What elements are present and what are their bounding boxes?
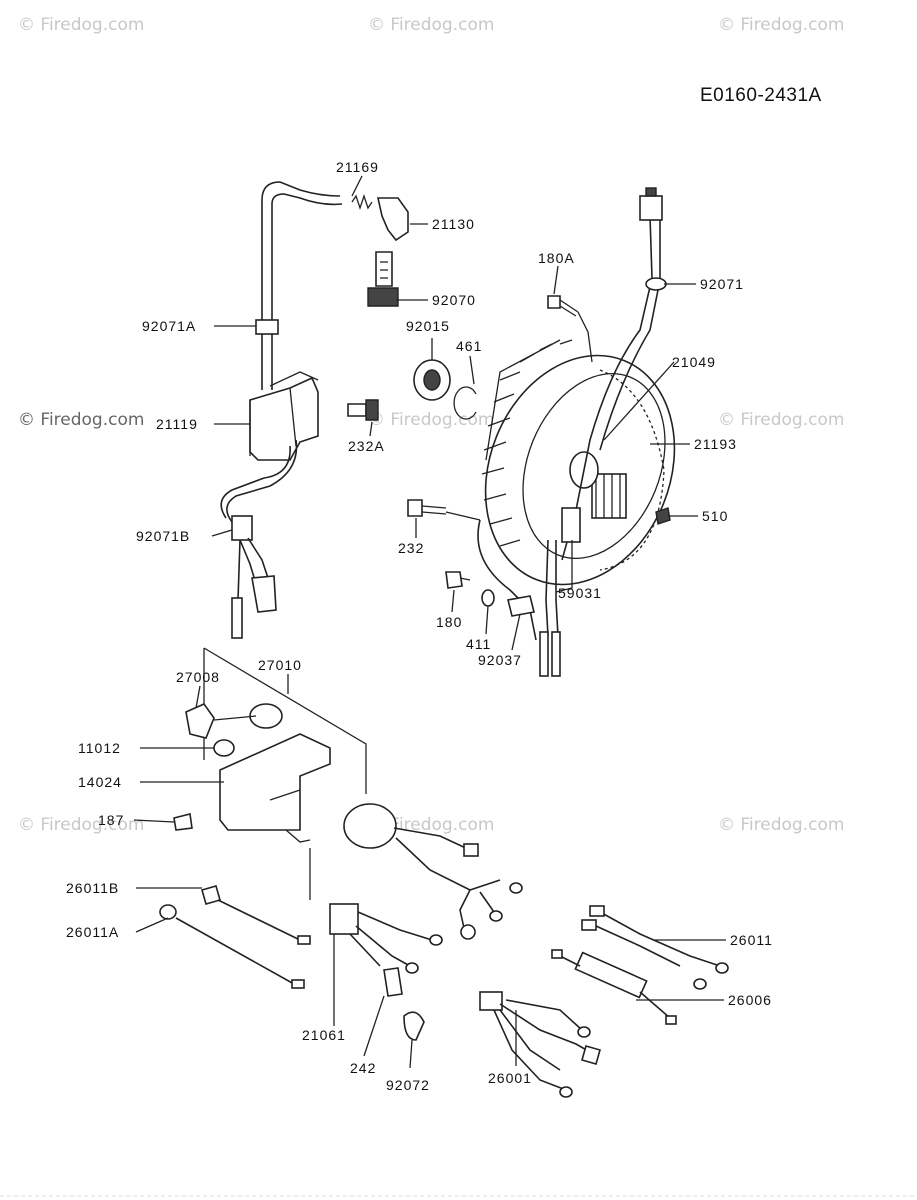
label-14024: 14024: [78, 774, 122, 790]
label-92037: 92037: [478, 652, 522, 668]
pulser-coil-59031: [561, 507, 581, 543]
label-510: 510: [702, 508, 728, 524]
condenser: [343, 803, 397, 849]
label-232A: 232A: [348, 438, 385, 454]
label-21119: 21119: [156, 416, 198, 432]
key-510: [655, 507, 671, 525]
ignition-coil-assembly: [220, 181, 409, 639]
watermark-low-left: © Firedog.com: [18, 815, 144, 835]
watermark-top-right: © Firedog.com: [718, 15, 844, 35]
harness-26001: [479, 991, 503, 1011]
label-11012: 11012: [78, 740, 121, 756]
label-92071B: 92071B: [136, 528, 190, 544]
label-26011: 26011: [730, 932, 773, 948]
lead-26011B: [201, 885, 221, 905]
watermark-low-center: © Firedog.com: [368, 815, 494, 835]
diagram-code: E0160-2431A: [700, 85, 822, 106]
flywheel-assembly: [407, 187, 676, 677]
label-27008: 27008: [176, 669, 220, 685]
label-180: 180: [436, 614, 462, 630]
harness-92071: [561, 215, 653, 561]
label-59031: 59031: [558, 585, 602, 601]
watermark-top-center: © Firedog.com: [368, 15, 494, 35]
wire-harnesses: [159, 885, 729, 1098]
control-unit-assembly: [173, 647, 523, 940]
label-92071: 92071: [700, 276, 744, 292]
watermark-mid-left: © Firedog.com: [18, 410, 144, 430]
label-92072: 92072: [386, 1077, 430, 1093]
plug-cap-21130: [377, 197, 409, 242]
part-labels: 21169 21130 92070 92071A 21119 232A 9201…: [66, 159, 773, 1093]
flywheel-fins: [481, 339, 573, 547]
label-21130: 21130: [432, 216, 475, 232]
watermark-mid-right: © Firedog.com: [718, 410, 844, 430]
harness-26011: [595, 911, 721, 967]
label-26011A: 26011A: [66, 924, 119, 940]
washer-411: [481, 589, 495, 607]
bracket-92037: [507, 595, 535, 617]
clamp-92071A: [255, 319, 279, 335]
spring-21169: [351, 193, 373, 211]
label-92070: 92070: [432, 292, 476, 308]
washer-461: [453, 386, 477, 420]
label-92015: 92015: [406, 318, 450, 334]
label-21049: 21049: [672, 354, 716, 370]
bracket-14024: [219, 733, 331, 831]
label-26001: 26001: [488, 1070, 532, 1086]
switch-27008: [185, 703, 215, 739]
label-21193: 21193: [694, 436, 737, 452]
coil-body-21119: [249, 376, 319, 461]
spark-plug-92070: [375, 251, 393, 287]
label-26006: 26006: [728, 992, 772, 1008]
watermarks: © Firedog.com © Firedog.com © Firedog.co…: [18, 15, 844, 835]
label-26011B: 26011B: [66, 880, 119, 896]
cap-11012: [213, 739, 235, 757]
watermark-mid-center: © Firedog.com: [368, 410, 494, 430]
screw-232A: [347, 403, 367, 417]
label-242: 242: [350, 1060, 376, 1076]
fuse-26006: [574, 951, 648, 999]
leader-lines: [133, 175, 726, 1069]
label-21169: 21169: [336, 159, 379, 175]
watermark-low-right: © Firedog.com: [718, 815, 844, 835]
label-180A: 180A: [538, 250, 575, 266]
bolt-180: [445, 571, 463, 589]
igniter-21061: [309, 848, 443, 1041]
label-92071A: 92071A: [142, 318, 196, 334]
bolt-180A: [547, 295, 561, 309]
bolt-242: [383, 967, 403, 997]
screw-187: [173, 813, 193, 831]
label-187: 187: [98, 812, 124, 828]
connector-92071B: [231, 515, 253, 541]
clamp-92072: [403, 1011, 425, 1041]
label-411: 411: [466, 636, 491, 652]
ht-lead: [261, 181, 341, 390]
bolt-232: [407, 499, 423, 517]
label-232: 232: [398, 540, 424, 556]
lead-26011A: [159, 904, 177, 920]
watermark-top-left: © Firedog.com: [18, 15, 144, 35]
stator-21049: [591, 473, 627, 519]
label-27010: 27010: [258, 657, 302, 673]
label-461: 461: [456, 338, 482, 354]
label-21061: 21061: [302, 1027, 346, 1043]
coil-lead: [226, 439, 298, 523]
